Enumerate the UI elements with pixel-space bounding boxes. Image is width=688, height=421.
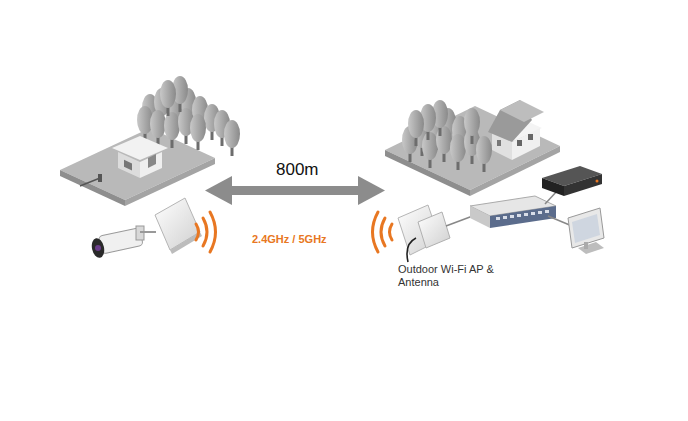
panel-antenna [155, 198, 202, 254]
device-label: Outdoor Wi-Fi AP & Antenna [398, 263, 498, 289]
ip-camera [90, 226, 156, 259]
network-switch [470, 196, 556, 228]
left-site [60, 76, 240, 206]
wireless-waves [373, 212, 393, 252]
nvr-recorder [542, 166, 602, 196]
distance-arrow [205, 176, 385, 205]
frequency-label: 2.4GHz / 5GHz [252, 233, 327, 246]
wireless-waves [196, 212, 216, 252]
outdoor-ap [398, 205, 478, 262]
distance-label: 800m [276, 160, 319, 180]
computer-monitor [568, 208, 604, 254]
right-site [385, 100, 560, 196]
